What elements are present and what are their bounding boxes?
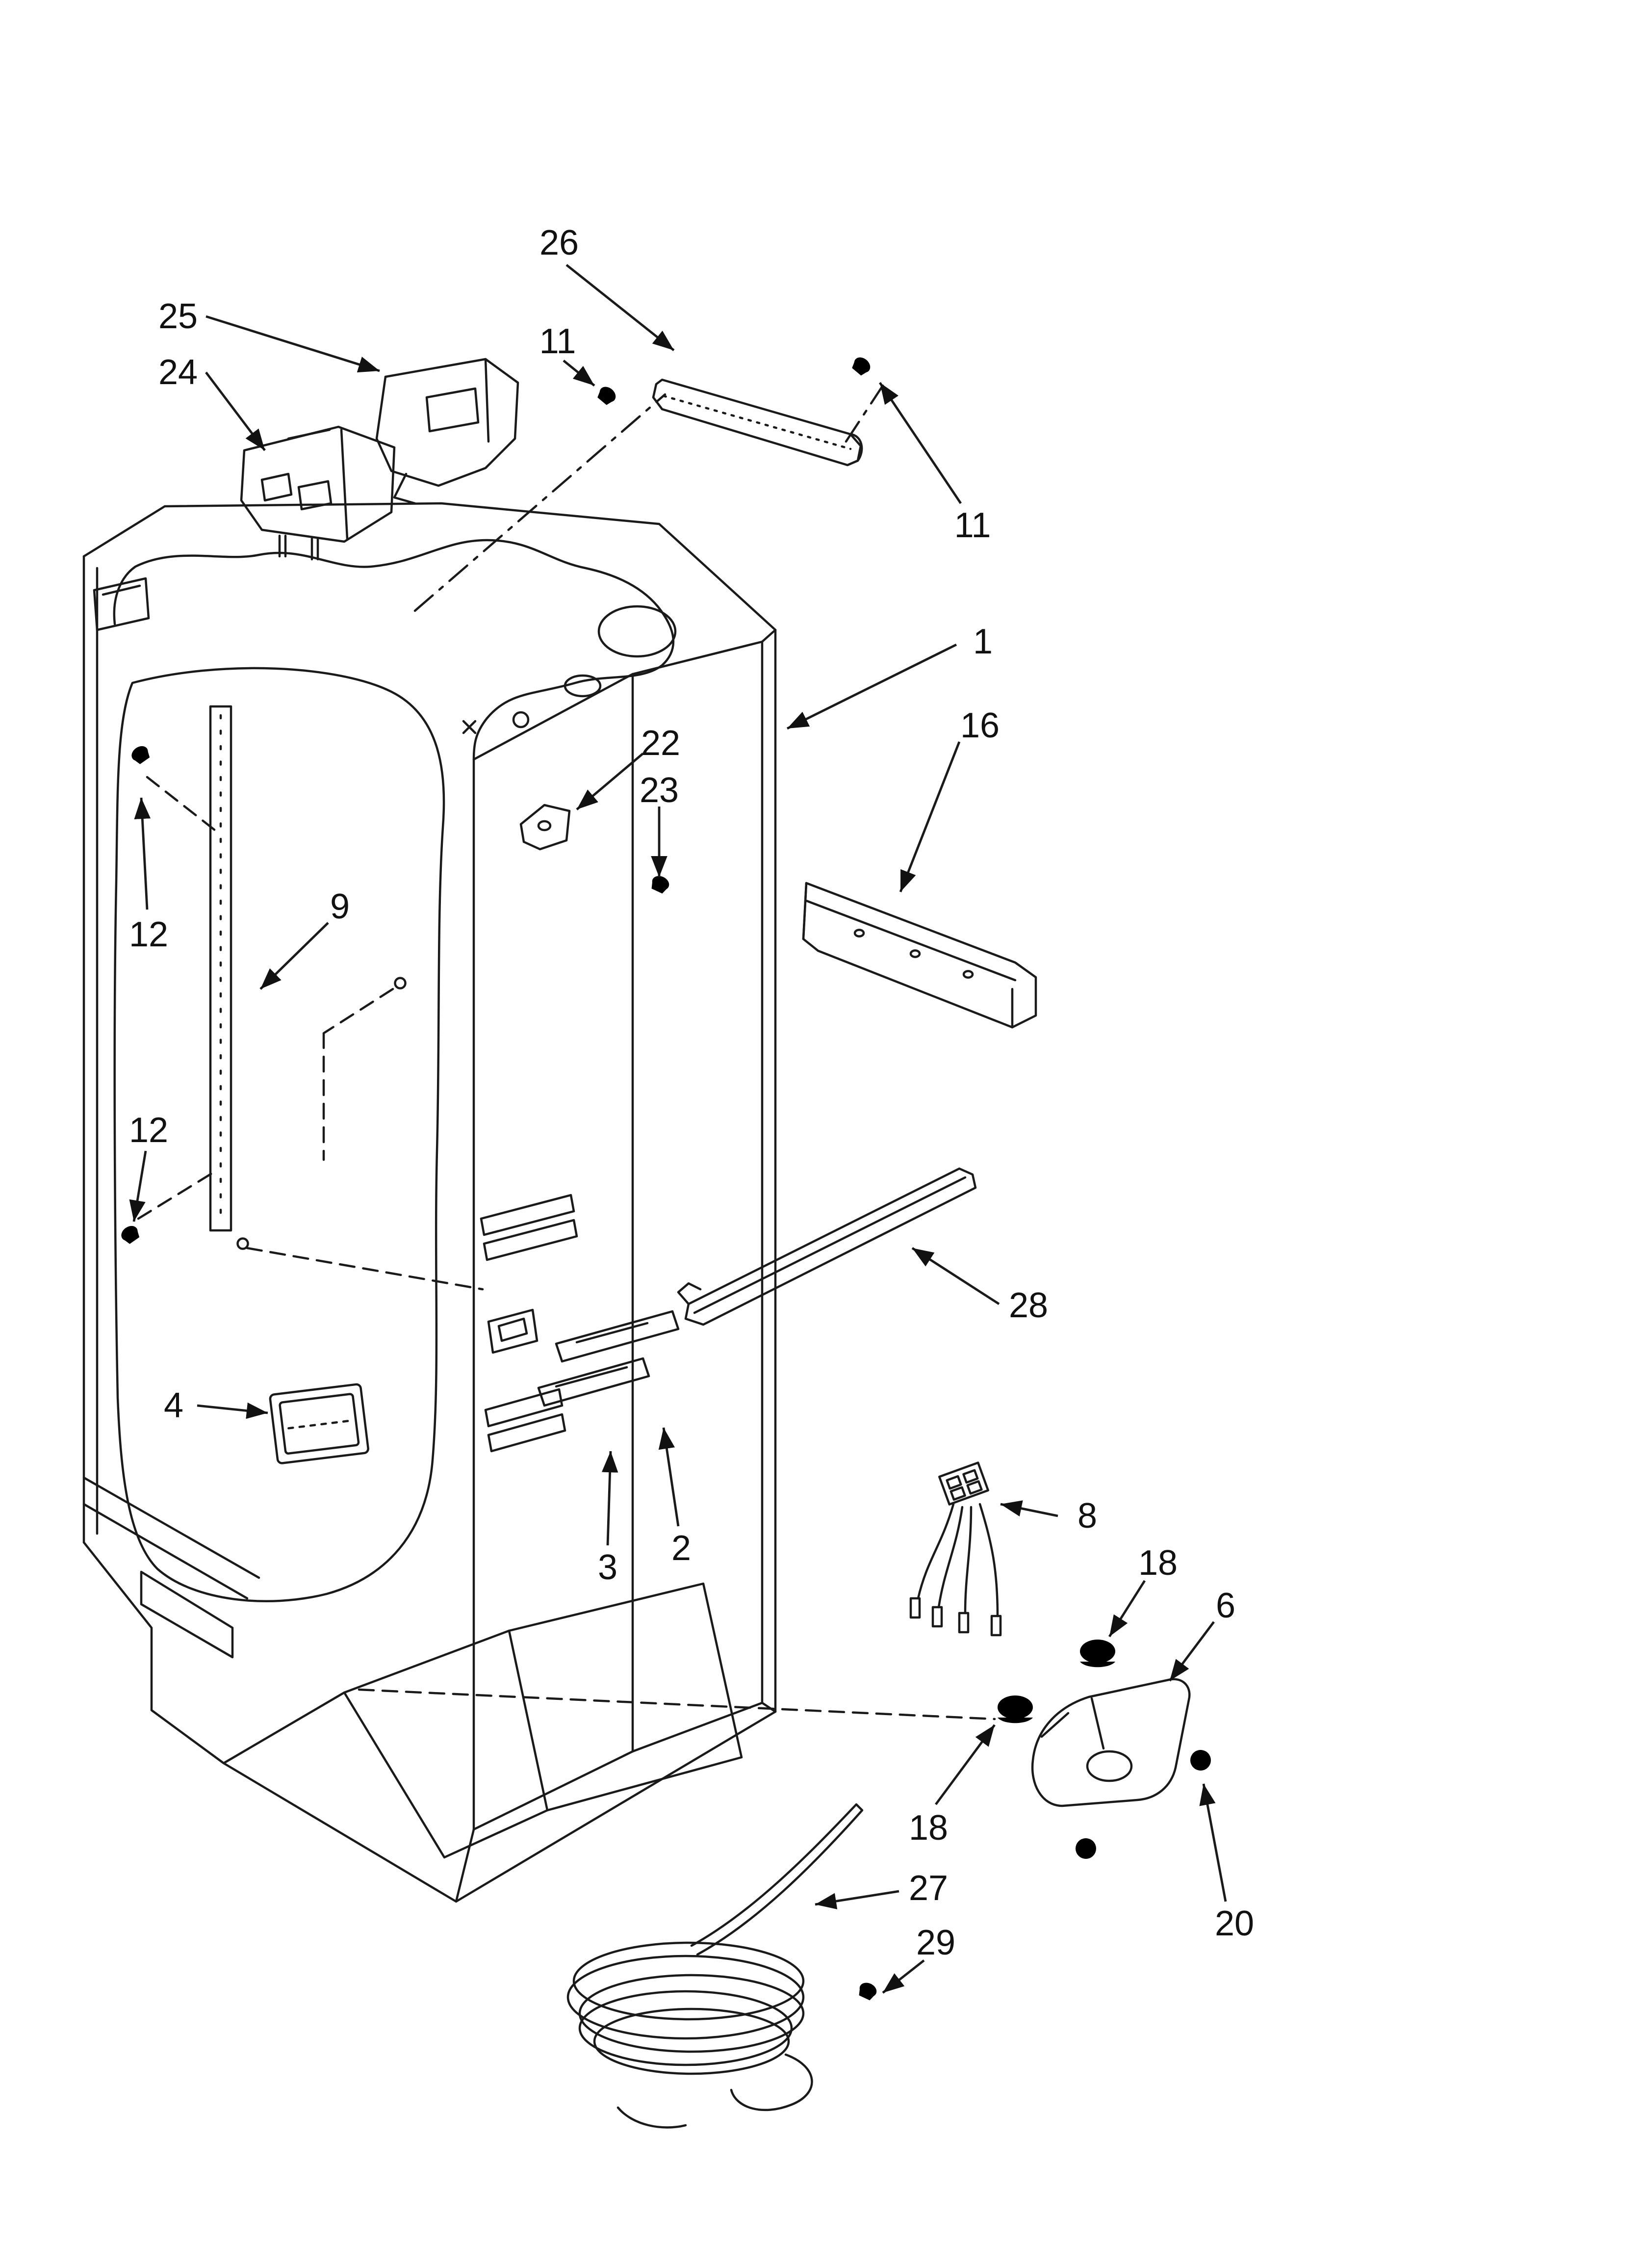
part-25-bracket — [375, 358, 519, 505]
line-art — [82, 354, 1220, 2129]
callout-12-lower: 12 — [129, 1111, 168, 1150]
screw-23 — [640, 873, 672, 913]
part-20-bulb-lower — [1071, 1834, 1105, 1870]
part-28-rail — [677, 1167, 977, 1326]
leader-arrows — [129, 264, 1227, 1994]
part-18-grommet-lower — [998, 1695, 1033, 1723]
assembly-axis-lamp — [358, 1688, 996, 1721]
liner-wall-outline — [113, 667, 445, 1602]
part-3-rail — [537, 1357, 650, 1407]
part-4-grille — [269, 1383, 369, 1464]
part-18-grommet-upper — [1080, 1640, 1115, 1668]
inner-back-wall-floor — [343, 640, 764, 1859]
part-22-clip — [519, 804, 571, 851]
part-9-rail — [137, 705, 484, 1291]
screw-29 — [847, 1980, 879, 2020]
callout-23: 23 — [640, 771, 679, 810]
top-face-cutout — [93, 539, 677, 761]
callout-4: 4 — [164, 1386, 183, 1425]
part-24-bracket — [240, 425, 396, 561]
part-27-tubing — [566, 1803, 864, 2129]
part-20-bulb-upper — [1186, 1746, 1220, 1782]
callout-16: 16 — [960, 706, 1000, 745]
callout-2: 2 — [671, 1529, 691, 1568]
callout-8: 8 — [1078, 1496, 1097, 1536]
cabinet-shell — [82, 502, 777, 1903]
screw-11-right — [836, 354, 873, 393]
callout-22: 22 — [641, 724, 680, 763]
callout-25: 25 — [158, 297, 198, 336]
callout-27: 27 — [909, 1869, 948, 1908]
callout-6: 6 — [1216, 1586, 1235, 1625]
callout-26: 26 — [539, 223, 579, 262]
callout-20: 20 — [1215, 1904, 1254, 1943]
callout-1: 1 — [973, 622, 993, 661]
part-16-rail — [802, 882, 1037, 1029]
part-6-lamp-housing — [1031, 1678, 1191, 1807]
assembly-axis-top — [413, 384, 884, 612]
callout-24: 24 — [158, 353, 198, 392]
callout-labels: 26 25 24 11 11 1 16 22 23 12 9 12 4 3 2 … — [129, 223, 1254, 1962]
callout-11-right: 11 — [954, 506, 991, 545]
callout-29: 29 — [916, 1923, 955, 1962]
callout-12-upper: 12 — [129, 915, 168, 954]
callout-18-lower: 18 — [909, 1808, 948, 1848]
callout-18-upper: 18 — [1138, 1543, 1178, 1583]
callout-11-left: 11 — [539, 322, 576, 361]
screw-12-lower — [118, 1223, 154, 1263]
part-26-rail — [652, 378, 863, 467]
back-wall-slots — [480, 1194, 578, 1453]
part-2-rail — [555, 1310, 680, 1363]
callout-28: 28 — [1009, 1286, 1048, 1325]
callout-9: 9 — [330, 887, 350, 926]
screw-11-left — [582, 384, 619, 423]
part-8-harness — [909, 1461, 1002, 1637]
callout-3: 3 — [598, 1548, 617, 1587]
